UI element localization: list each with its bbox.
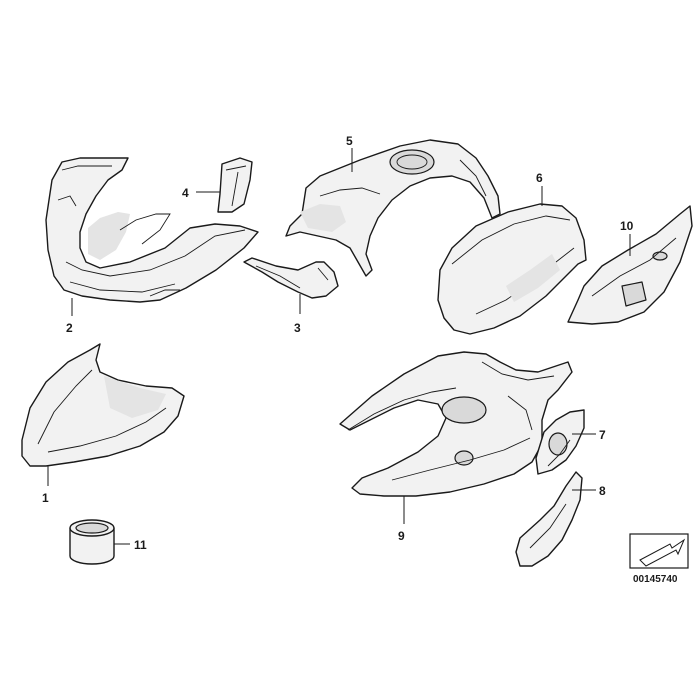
part-6-side-panel	[437, 203, 587, 335]
callout-9: 9	[398, 529, 405, 543]
part-9-lower-panel	[339, 351, 573, 497]
part-5-tank-cover	[285, 139, 501, 277]
part-8-bracket-cover	[515, 471, 583, 567]
part-10-rear-cover	[567, 205, 693, 325]
part-1-windscreen	[21, 343, 185, 467]
part-4-bracket	[217, 157, 253, 213]
reference-number: 00145740	[633, 574, 678, 585]
callout-6: 6	[536, 171, 543, 185]
arrow-icon	[639, 538, 686, 567]
part-11-grommet	[69, 519, 115, 565]
part-3-trim	[243, 257, 339, 299]
callout-7: 7	[599, 428, 606, 442]
reference-block: 00145740	[629, 533, 689, 585]
callout-labels: 2 4 3 5 6 10 7 8 9 1 11	[42, 134, 634, 552]
callout-5: 5	[346, 134, 353, 148]
callout-3: 3	[294, 321, 301, 335]
callout-4: 4	[182, 186, 189, 200]
part-7-small-cover	[535, 409, 585, 475]
callout-10: 10	[620, 219, 634, 233]
part-2-front-fairing	[45, 157, 259, 303]
callout-1: 1	[42, 491, 49, 505]
callout-11: 11	[134, 538, 147, 552]
callout-2: 2	[66, 321, 73, 335]
callout-8: 8	[599, 484, 606, 498]
leader-lines	[47, 148, 631, 545]
